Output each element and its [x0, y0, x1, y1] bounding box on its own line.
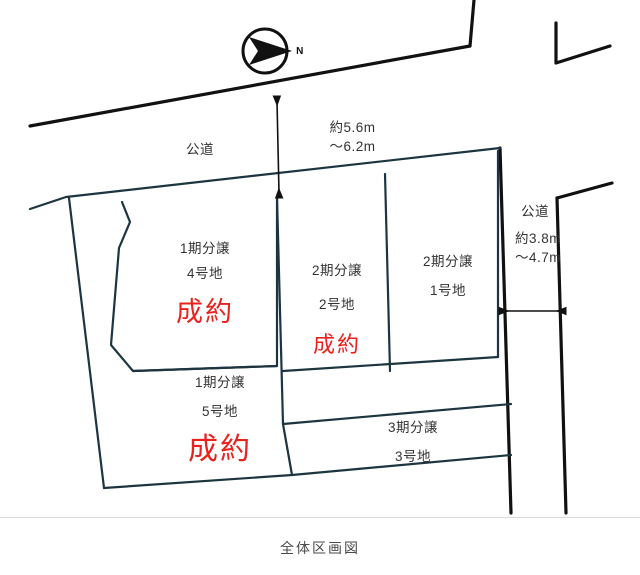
north-road-dimension-line1: 約5.6m: [329, 120, 376, 135]
lot-1ki-4-phase: 1期分譲: [179, 241, 230, 256]
lot-2ki-2-number: 2号地: [318, 297, 355, 312]
lot-4-5-east-divider: [275, 195, 285, 426]
north-road-width-dimension-arrow: [272, 95, 284, 199]
east-road-dimension: 約3.8m 〜4.7m: [503, 230, 573, 268]
caption-divider: [0, 517, 640, 518]
lot-boundary-lines: [28, 146, 513, 490]
lot-1ki-4-number: 4号地: [186, 266, 223, 281]
east-road-label: 公道: [521, 204, 549, 219]
lot-1ki-5-phase: 1期分譲: [194, 375, 245, 390]
compass-north-label: N: [296, 46, 304, 57]
lot-3ki-3-phase: 3期分譲: [387, 420, 438, 435]
lot-5-3-divider: [281, 402, 513, 426]
site-west-edge: [67, 196, 106, 490]
lot-1ki-5-number: 5号地: [201, 404, 238, 419]
lot-2ki-2-phase: 2期分譲: [311, 263, 362, 278]
lot-1ki-4-status: 成約: [176, 297, 234, 327]
upper-right-road-corner: [554, 21, 612, 65]
north-road-label: 公道: [186, 142, 214, 157]
lot-5-north-divider: [131, 364, 279, 373]
lot-5-south-divider: [281, 422, 294, 477]
east-road-dimension-line1: 約3.8m: [514, 231, 561, 246]
lot-2ki-1-number: 1号地: [429, 283, 466, 298]
lot-3ki-3-number: 3号地: [394, 449, 431, 464]
north-road-right-edge: [468, 0, 476, 48]
lot-2-1-divider: [383, 172, 392, 373]
figure-caption: 全体区画図: [280, 540, 360, 556]
lot-1ki-4-outline: [109, 195, 279, 373]
east-road-outer-vertical: [555, 196, 568, 515]
site-north-edge: [28, 146, 502, 211]
north-road-upper-edge: [28, 44, 472, 128]
north-road-dimension: 約5.6m 〜6.2m: [300, 119, 405, 157]
north-arrow-icon: [241, 27, 292, 75]
road-boundary-lines: [28, 0, 614, 515]
lot-2ki-south-divider: [281, 355, 500, 373]
east-road-dimension-line2: 〜4.7m: [514, 249, 561, 265]
east-road-outer-edge: [555, 181, 614, 200]
lot-2ki-1-phase: 2期分譲: [422, 254, 473, 269]
lot-1ki-5-status: 成約: [188, 433, 252, 466]
north-road-dimension-line2: 〜6.2m: [329, 138, 376, 154]
lot-2ki-2-status: 成約: [312, 332, 361, 357]
east-road-inner-vertical: [498, 146, 513, 515]
